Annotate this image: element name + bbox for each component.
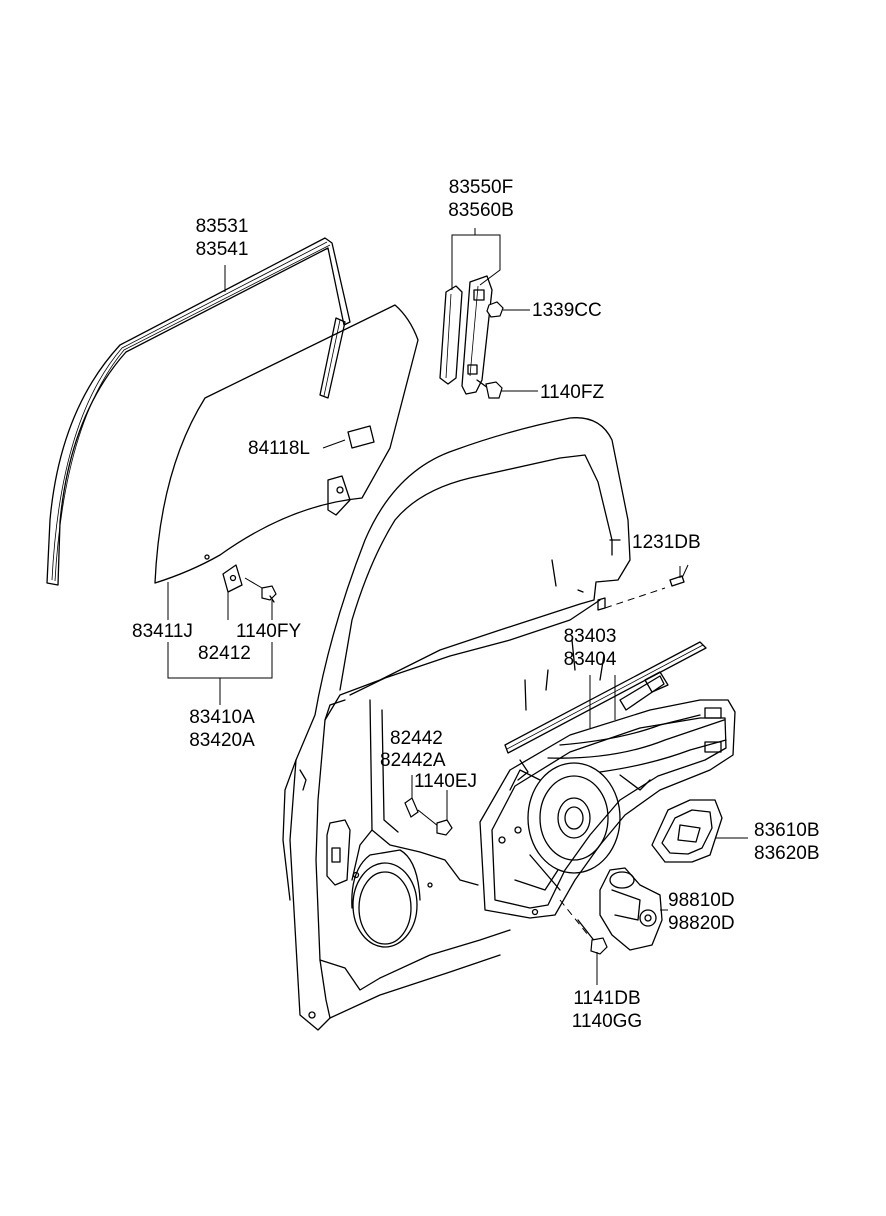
bolt-1140fz (476, 379, 538, 399)
part-number-1231db: 1231DB (632, 532, 701, 553)
bolt-1231db (669, 564, 689, 587)
clip-82442 (404, 775, 453, 836)
nut-1339cc (486, 301, 530, 318)
part-number-83403: 83403 (563, 626, 617, 647)
window-motor-98810d (599, 867, 668, 951)
door-inner-panel (282, 417, 631, 1031)
part-number-82442a: 82442A (380, 750, 446, 771)
regulator-rail (504, 641, 707, 754)
part-number-1141db: 1141DB (573, 988, 641, 1009)
part-number-83404: 83404 (563, 649, 617, 670)
glass-run-channel (46, 237, 351, 586)
rear-channel (439, 275, 493, 395)
glass-clip (222, 564, 277, 603)
part-number-83610b: 83610B (754, 820, 820, 841)
part-number-83531: 83531 (195, 216, 249, 237)
part-number-82412: 82412 (198, 643, 251, 664)
part-number-1140fz: 1140FZ (540, 382, 605, 403)
bolt-1141db (577, 919, 608, 985)
part-number-83620b: 83620B (754, 843, 820, 864)
part-number-84118l: 84118L (248, 438, 310, 459)
part-number-1339cc: 1339CC (532, 300, 602, 321)
door-module-83610b (651, 799, 748, 863)
part-number-1140gg: 1140GG (571, 1011, 643, 1032)
part-number-1140ej: 1140EJ (414, 771, 478, 792)
part-number-83541: 83541 (195, 239, 249, 260)
part-number-83420a: 83420A (189, 730, 255, 751)
leader-lines (167, 265, 681, 728)
part-number-83411j: 83411J (132, 621, 193, 642)
part-number-83560b: 83560B (448, 200, 514, 221)
part-number-1140fy: 1140FY (236, 621, 302, 642)
part-number-83410a: 83410A (189, 707, 255, 728)
door-glass (154, 304, 419, 584)
regulator-plate (479, 699, 736, 919)
part-number-83550f: 83550F (448, 177, 514, 198)
part-number-82442: 82442 (390, 728, 443, 749)
part-number-98810d: 98810D (668, 890, 735, 911)
part-number-98820d: 98820D (668, 913, 735, 934)
